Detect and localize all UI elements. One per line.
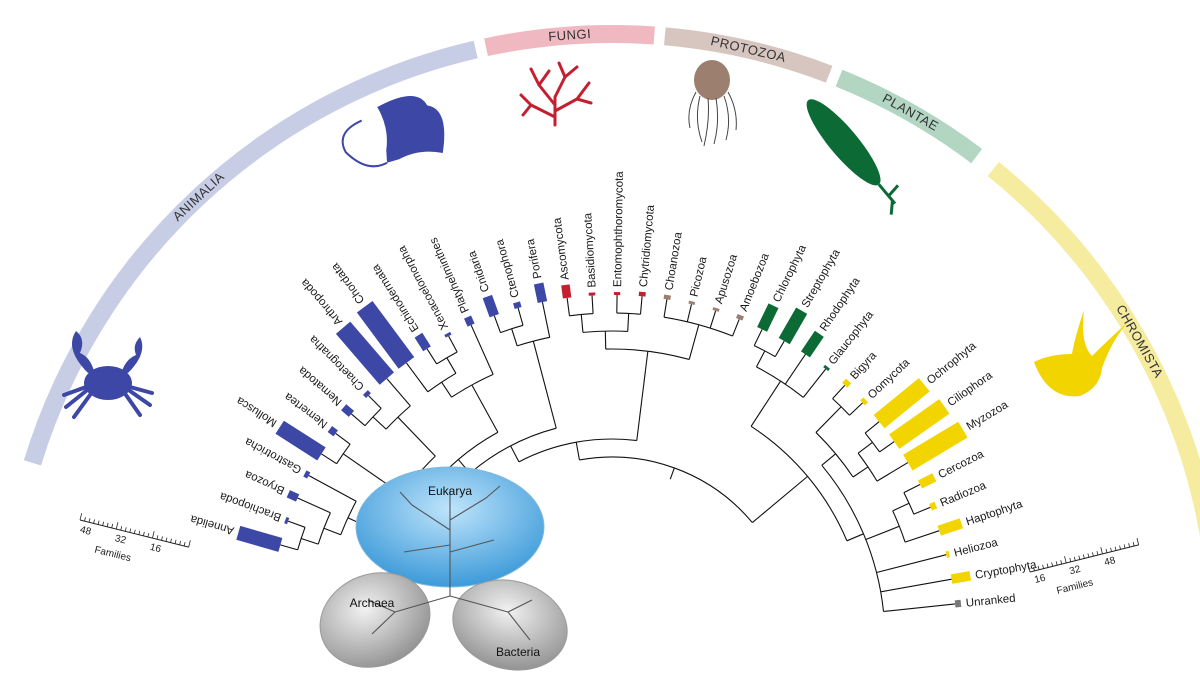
label-apusozoa: Apusozoa xyxy=(713,252,740,305)
bar-nemertea xyxy=(328,426,338,436)
bar-platyhelminthes xyxy=(464,316,475,327)
bar-haptophyta xyxy=(938,518,963,535)
kingdom-label-plantae: PLANTAE xyxy=(880,90,941,133)
label-chlorophyta: Chlorophyta xyxy=(771,243,809,305)
label-bigyra: Bigyra xyxy=(848,349,879,382)
fungus-icon xyxy=(521,63,591,125)
label-mollusca: Mollusca xyxy=(234,394,279,429)
label-bryozoa: Bryozoa xyxy=(243,468,287,497)
bar-annelida xyxy=(236,526,282,552)
bar-radiozoa xyxy=(929,502,937,511)
bar-bryozoa xyxy=(287,490,300,501)
label-choanozoa: Choanozoa xyxy=(663,231,684,292)
kingdom-label-fungi: FUNGI xyxy=(548,26,592,44)
scale-tick-label: 48 xyxy=(1103,555,1117,568)
bar-gastrotricha xyxy=(303,470,310,478)
bar-echinodermata xyxy=(415,333,431,351)
label-radiozoa: Radiozoa xyxy=(939,480,989,510)
bar-xenacoelomorpha xyxy=(444,332,451,338)
bar-streptophyta xyxy=(779,308,807,345)
bar-choanozoa xyxy=(664,295,671,300)
bar-cnidaria xyxy=(483,295,499,318)
label-picozoa: Picozoa xyxy=(688,255,709,298)
label-amoebozoa: Amoebozoa xyxy=(738,251,772,313)
bar-cercozoa xyxy=(918,473,936,488)
kingdom-bands: ANIMALIA FUNGI PROTOZOA PLANTAE CHROMISTA xyxy=(32,26,1200,556)
label-cnidaria: Cnidaria xyxy=(466,249,492,294)
bar-ctenophora xyxy=(513,301,521,309)
scale-tick-label: 32 xyxy=(1068,564,1082,577)
scale-tick-label: 48 xyxy=(79,524,93,537)
scale-axis-label: Families xyxy=(93,545,132,565)
bar-porifera xyxy=(534,283,547,304)
label-arthropoda: Arthropoda xyxy=(299,276,346,327)
label-chordata: Chordata xyxy=(329,260,367,306)
scale-axis-label: Families xyxy=(1056,577,1095,597)
bar-picozoa xyxy=(688,301,695,305)
scale-tick-label: 16 xyxy=(149,542,163,555)
label-cryptophyta: Cryptophyta xyxy=(974,559,1038,582)
bar-unranked xyxy=(955,600,962,608)
label-heliozoa: Heliozoa xyxy=(953,537,1000,560)
label-ochrophyta: Ochrophyta xyxy=(925,340,979,387)
label-basidiomycota: Basidiomycota xyxy=(582,212,598,288)
bar-rhodophyta xyxy=(801,331,824,358)
label-brachiopoda: Brachiopoda xyxy=(218,489,283,523)
label-entomophthoromycota: Entomophthoromycota xyxy=(612,171,626,287)
kingdom-label-protozoa: PROTOZOA xyxy=(709,33,787,65)
label-ascomycota: Ascomycota xyxy=(552,216,572,280)
label-chytridiomycota: Chytridiomycota xyxy=(638,204,657,288)
label-unranked: Unranked xyxy=(965,593,1016,610)
bar-amoebozoa xyxy=(736,314,744,321)
label-cercozoa: Cercozoa xyxy=(937,448,987,481)
bacteria-label: Bacteria xyxy=(496,645,540,659)
families-scale-left: 48 32 16 Families xyxy=(73,513,191,577)
label-ctenophora: Ctenophora xyxy=(494,237,522,299)
kingdom-label-chromista: CHROMISTA xyxy=(1113,302,1166,380)
scale-tick-label: 16 xyxy=(1033,572,1047,585)
three-domain-inset: Eukarya Archaea Bacteria xyxy=(307,467,578,680)
label-haptophyta: Haptophyta xyxy=(965,498,1025,528)
label-annelida: Annelida xyxy=(189,512,236,536)
bar-entomophthoromycota xyxy=(614,292,620,295)
label-ciliophora: Ciliophora xyxy=(946,369,996,409)
bar-brachiopoda xyxy=(284,517,289,524)
chromista-cell-icon xyxy=(1034,310,1128,396)
bar-cryptophyta xyxy=(951,571,971,584)
kingdom-label-animalia: ANIMALIA xyxy=(170,169,228,224)
label-porifera: Porifera xyxy=(524,237,544,279)
eukarya-label: Eukarya xyxy=(428,484,472,498)
bar-chlorophyta xyxy=(757,303,778,331)
bar-basidiomycota xyxy=(589,292,596,295)
protozoan-icon xyxy=(689,60,736,146)
bar-ascomycota xyxy=(561,284,571,298)
scale-tick-label: 32 xyxy=(114,533,128,546)
bar-chytridiomycota xyxy=(639,292,646,297)
archaea-label: Archaea xyxy=(350,596,395,610)
label-myzozoa: Myzozoa xyxy=(965,399,1011,433)
